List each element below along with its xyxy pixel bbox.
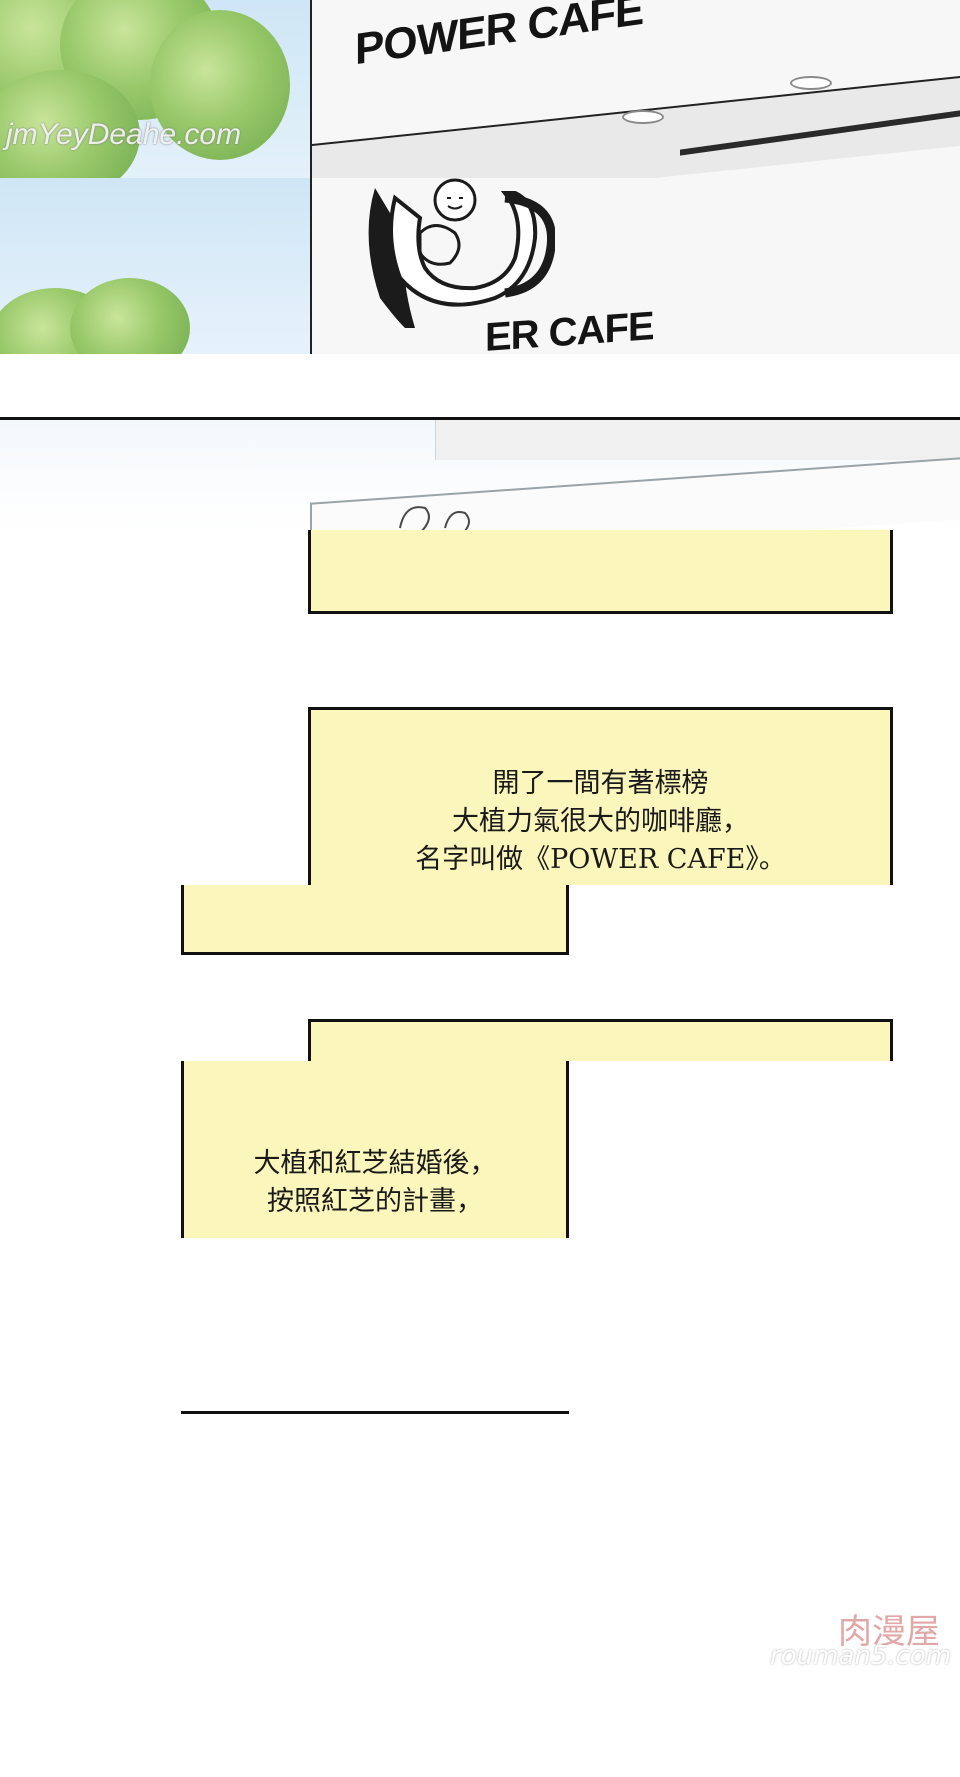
panel-cafe-faded bbox=[0, 420, 960, 530]
caption-line: 名字叫做《POWER CAFE》。 bbox=[415, 844, 786, 875]
panel-border bbox=[0, 417, 960, 420]
caption-line: 大植力氣很大的咖啡廳， bbox=[452, 806, 749, 837]
top-watermark: jmYeyDeahe.com bbox=[6, 118, 242, 151]
footer-watermark-url: rouman5.com bbox=[770, 1641, 952, 1671]
caption-box-second: 大植和紅芝結婚後， 按照紅芝的計畫， bbox=[181, 1061, 569, 1238]
footer-watermark-brand: 肉漫屋 bbox=[838, 1612, 940, 1652]
flexing-mug-logo-icon bbox=[368, 178, 555, 328]
caption-line: 大植和紅芝結婚後， bbox=[253, 1148, 497, 1179]
caption-box-partial bbox=[308, 1019, 893, 1061]
tree-foliage bbox=[150, 10, 290, 160]
ceiling-lamp bbox=[790, 76, 832, 90]
caption-box-partial bbox=[181, 885, 569, 955]
ceiling-lamp bbox=[622, 110, 664, 124]
panel-cafe-sign-upper: POWER CAFE jmYeyDeahe.com bbox=[0, 0, 960, 178]
caption-box-first: 開了一間有著標榜 大植力氣很大的咖啡廳， 名字叫做《POWER CAFE》。 bbox=[308, 707, 893, 885]
panel-cafe-sign-lower: ER CAFE bbox=[0, 178, 960, 354]
caption-box-partial bbox=[308, 530, 893, 614]
caption-line: 開了一間有著標榜 bbox=[492, 768, 709, 799]
caption-box-edge bbox=[181, 1411, 569, 1414]
mug-logo-faded-icon bbox=[399, 506, 470, 530]
building-faded bbox=[435, 420, 960, 460]
tree-foliage bbox=[70, 278, 190, 354]
caption-line: 按照紅芝的計畫， bbox=[267, 1186, 483, 1217]
